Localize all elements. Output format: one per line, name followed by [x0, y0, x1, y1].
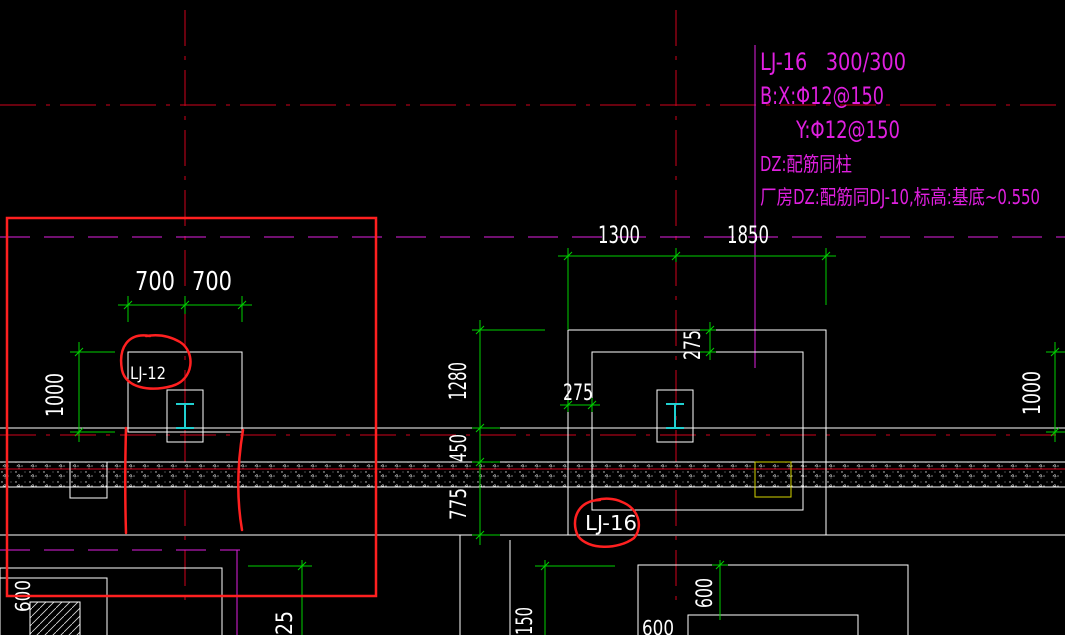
footing-lj16[interactable] [567, 329, 827, 536]
annotation-line-2: B:X:Φ12@150 [760, 82, 884, 110]
magenta-lines [0, 45, 1065, 635]
dim-1000-left: 1000 [41, 373, 69, 417]
lower-footings [0, 535, 909, 635]
markup-circle-lj16 [573, 497, 641, 548]
dim-600-bottom2: 600 [642, 616, 674, 635]
markup-stroke-right [237, 428, 245, 532]
label-lj16[interactable]: LJ-16 [585, 511, 637, 535]
markup-highlight-box [5, 216, 378, 598]
review-markups [5, 216, 641, 598]
dimension-texts: 700 700 1300 1850 1000 1000 1280 450 775… [11, 221, 1046, 635]
annotation-line-3: Y:Φ12@150 [795, 116, 900, 144]
footing-lj12-outline [127, 351, 243, 433]
dim-450: 450 [447, 434, 472, 462]
dimension-lines [70, 248, 1065, 635]
dim-700-right: 700 [192, 267, 232, 297]
steel-column-icon [166, 389, 204, 443]
dim-275-top: 275 [681, 330, 706, 360]
dim-150: 150 [513, 607, 538, 635]
lower-footing-hatch [29, 601, 81, 635]
footing-lj12-pad [69, 461, 108, 499]
dim-700-left: 700 [135, 267, 175, 297]
foundation-beam [0, 427, 1065, 536]
footing-lj16-inner [591, 351, 804, 511]
dim-1300: 1300 [598, 221, 640, 249]
markup-circle-lj12 [119, 334, 192, 390]
annotation-line-4: DZ:配筋同柱 [760, 152, 852, 176]
annotation-line-5: 厂房DZ:配筋同DJ-10,标高:基底~0.550 [760, 185, 1040, 209]
dim-25: 25 [273, 611, 298, 635]
dim-775: 775 [447, 488, 472, 520]
annotation-line-1: LJ-16 300/300 [760, 48, 906, 76]
steel-column-icon [656, 389, 694, 443]
label-lj12[interactable]: LJ-12 [130, 364, 166, 384]
dim-600-bottom: 600 [693, 578, 718, 608]
footing-lj16-outer [567, 329, 827, 536]
dim-1280: 1280 [444, 362, 472, 400]
yellow-pad [754, 461, 792, 498]
dim-1850: 1850 [727, 221, 769, 249]
lower-footing-left [0, 567, 223, 635]
dim-275-mid: 275 [563, 381, 593, 406]
lower-footing-right [637, 564, 909, 635]
lower-footing-left-inner [0, 577, 108, 635]
markup-stroke-left [124, 426, 128, 535]
beam-hatch-band [0, 462, 1065, 487]
axis-lines [0, 10, 1065, 600]
lower-footing-right-inner [687, 614, 859, 635]
dim-1000-right: 1000 [1018, 371, 1046, 415]
footing-lj12[interactable] [69, 351, 243, 499]
annotation-block: LJ-16 300/300 B:X:Φ12@150 Y:Φ12@150 DZ:配… [760, 48, 1040, 209]
